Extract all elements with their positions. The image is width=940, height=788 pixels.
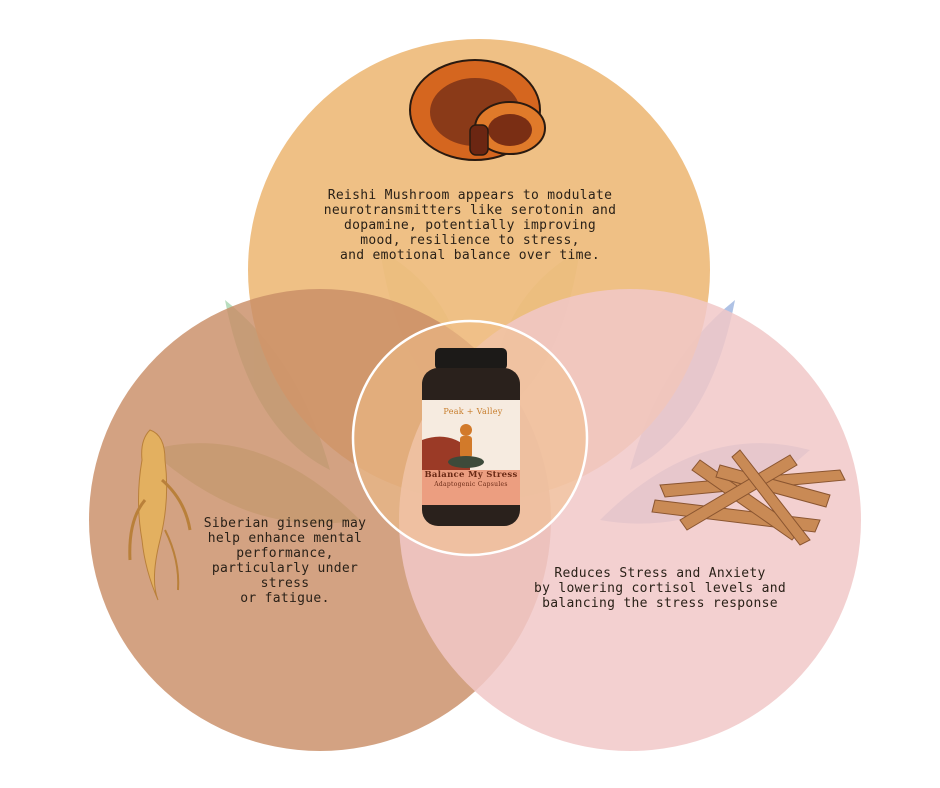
right-circle-text: Reduces Stress and Anxiety by lowering c…: [534, 566, 786, 611]
reishi-mushroom-icon: [409, 59, 546, 161]
top-circle-text: Reishi Mushroom appears to modulate neur…: [323, 188, 617, 263]
product-subtitle: Adaptogenic Capsules: [434, 481, 508, 488]
ashwagandha-roots-icon: [651, 449, 846, 546]
left-circle-text: Siberian ginseng may help enhance mental…: [203, 516, 367, 606]
product-brand: Peak + Valley: [443, 407, 503, 416]
ginseng-root-icon: [128, 429, 192, 601]
product-name: Balance My Stress: [424, 470, 518, 480]
product-bottle: [422, 348, 520, 526]
